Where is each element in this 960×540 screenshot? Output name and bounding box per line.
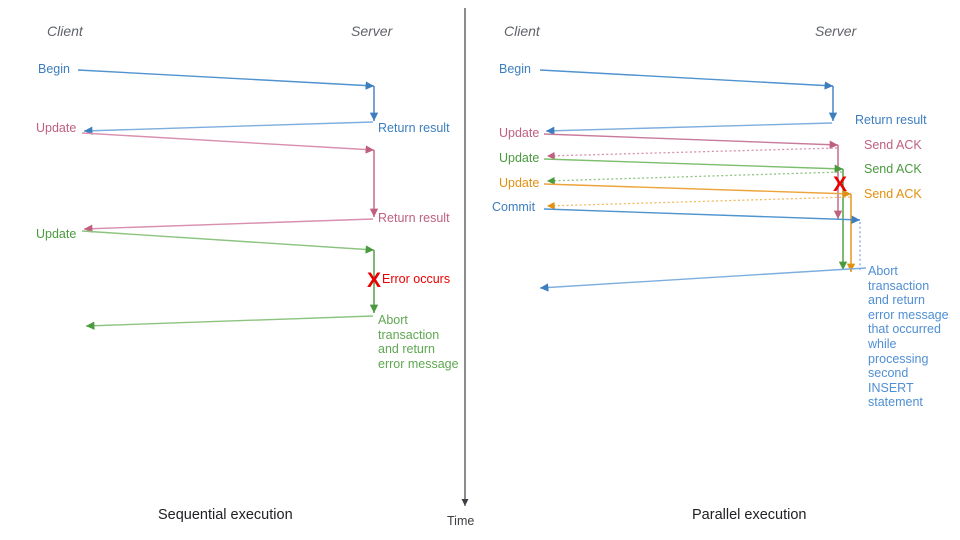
right-label-commit: Commit [492,200,536,214]
right-label-update-1: Update [499,126,540,140]
arrow-right-ack-3 [546,196,851,210]
arrow-left-begin [77,69,375,90]
arrow-left-update-2 [81,230,375,254]
right-label-update-3: Update [499,176,540,190]
right-label-update-2: Update [499,151,540,165]
right-label-send-ack-2: Send ACK [864,162,922,176]
left-label-begin: Begin [38,62,70,76]
arrow-right-ack-1 [546,147,838,160]
arrow-right-abort [539,267,867,292]
right-label-send-ack-1: Send ACK [864,138,922,152]
left-server-actor: Server [351,23,393,39]
arrow-right-update-2 [543,158,844,173]
left-error-label: Error occurs [382,272,451,286]
arrow-right-return-result [545,122,833,135]
arrow-right-begin [539,69,834,90]
left-error-x-icon: X [367,269,382,292]
arrow-left-update-1 [81,132,375,154]
arrow-right-ack-2 [546,171,843,185]
left-label-abort-message: Abort transaction and return error messa… [378,313,459,371]
right-label-begin: Begin [499,62,531,76]
arrow-right-update-1 [543,133,839,149]
right-label-send-ack-3: Send ACK [864,187,922,201]
arrow-left-return-1 [83,121,374,135]
time-axis-label: Time [447,514,475,528]
right-error-x-icon: X [833,173,848,196]
left-label-return-result-1: Return result [378,121,450,135]
left-client-actor: Client [47,23,83,39]
left-label-update-2: Update [36,227,77,241]
arrow-left-abort [85,315,374,330]
right-caption: Parallel execution [692,507,807,523]
arrow-left-return-2 [83,218,374,233]
left-label-update-1: Update [36,121,77,135]
right-client-actor: Client [504,23,540,39]
left-caption: Sequential execution [158,507,293,523]
right-label-abort-message: Abort transaction and return error messa… [868,264,949,410]
left-label-return-result-2: Return result [378,211,450,225]
arrow-right-update-3 [543,183,852,198]
right-label-return-result: Return result [855,113,927,127]
right-server-actor: Server [815,23,857,39]
arrow-right-commit [543,208,861,224]
